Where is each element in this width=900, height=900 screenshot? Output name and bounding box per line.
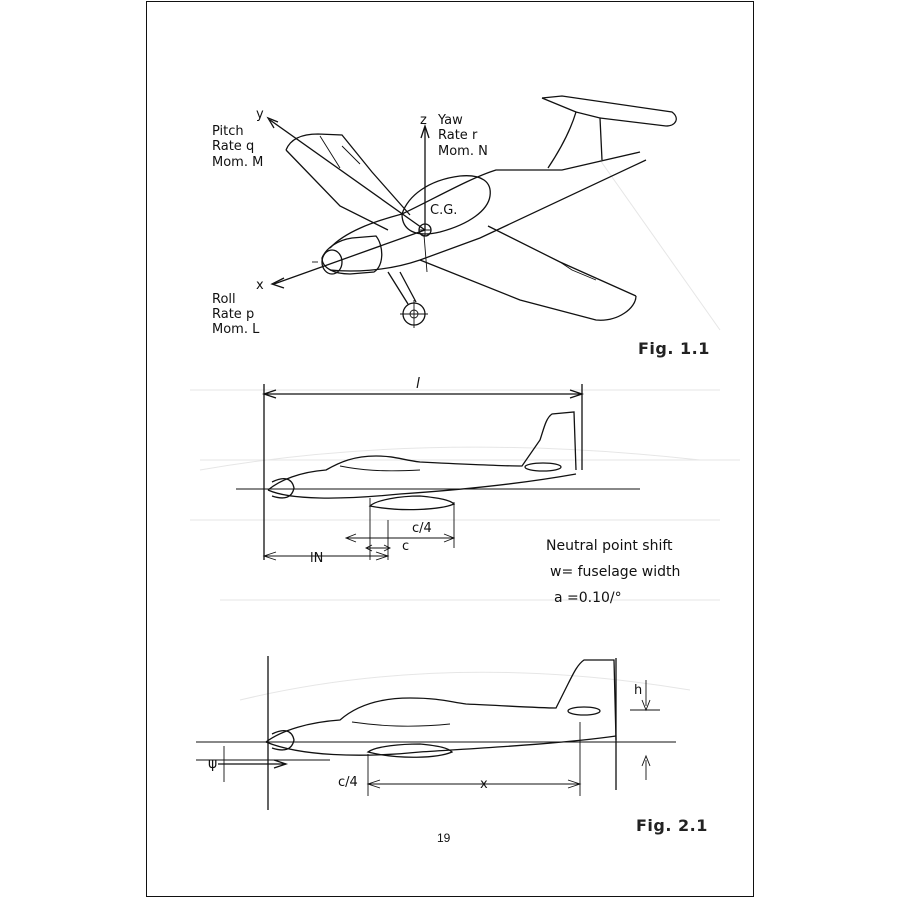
yaw-moment-label: Mom. N — [438, 144, 488, 159]
fig2-h-label: h — [634, 683, 642, 698]
psi-label: ψ — [208, 756, 217, 772]
length-l-label: l — [416, 376, 420, 392]
y-axis-label: y — [256, 107, 264, 122]
chord-quarter-label: c/4 — [412, 521, 432, 536]
page-frame — [146, 1, 754, 897]
bleed-through — [190, 159, 740, 701]
fig1-caption: Fig. 1.1 — [638, 339, 710, 358]
roll-label: Roll — [212, 292, 236, 307]
pitch-moment-label: Mom. M — [212, 155, 263, 170]
pitch-label: Pitch — [212, 124, 244, 139]
z-axis-label: z — [420, 113, 427, 128]
ln-label: lN — [310, 551, 323, 566]
yaw-label: Yaw — [437, 113, 463, 128]
chord-label: c — [402, 539, 409, 554]
lift-slope-label: a =0.10/° — [554, 590, 622, 606]
cg-label: C.G. — [430, 203, 457, 218]
neutral-point-shift-label: Neutral point shift — [546, 538, 673, 554]
x-axis-label: x — [256, 278, 264, 293]
mid-aircraft-side-view — [236, 384, 640, 561]
fig2-x-label: x — [480, 777, 488, 792]
fig1-aircraft — [266, 95, 677, 328]
fig2-chord-quarter-label: c/4 — [338, 775, 358, 790]
roll-moment-label: Mom. L — [212, 322, 260, 337]
roll-rate-label: Rate p — [212, 307, 254, 322]
pitch-rate-label: Rate q — [212, 139, 254, 154]
fuselage-width-label: w= fuselage width — [550, 564, 680, 580]
yaw-rate-label: Rate r — [438, 128, 478, 143]
page-number: 19 — [437, 831, 451, 845]
fig2-aircraft-side-view — [196, 656, 676, 810]
fig2-caption: Fig. 2.1 — [636, 816, 708, 835]
